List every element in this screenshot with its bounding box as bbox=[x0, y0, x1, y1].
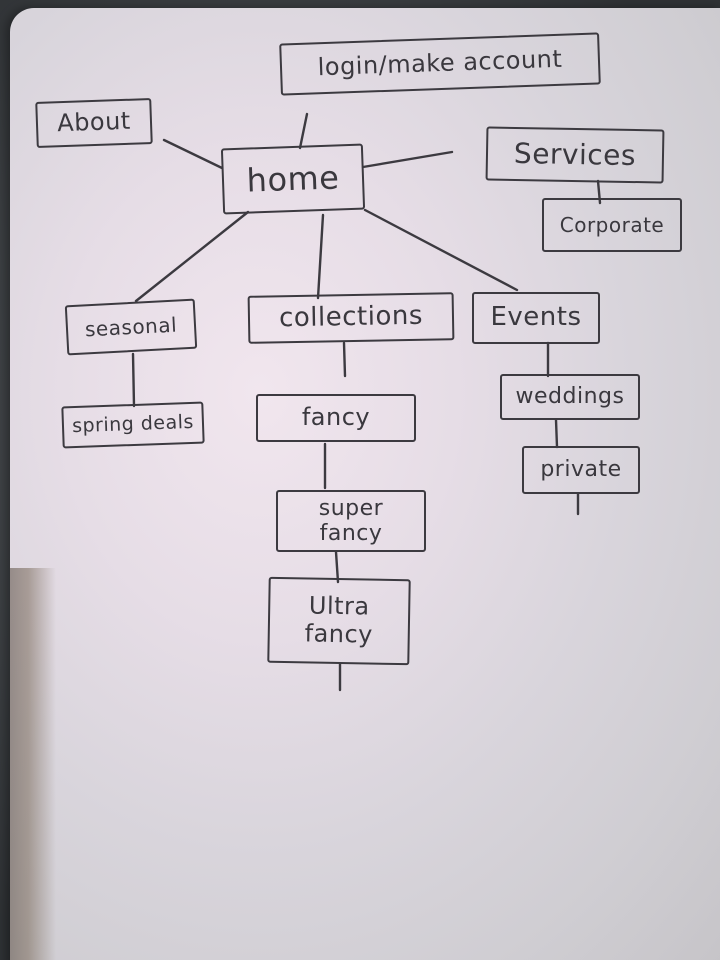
node-corporate: Corporate bbox=[542, 198, 682, 252]
edge-home-login bbox=[298, 112, 309, 150]
edge-home-services bbox=[361, 150, 454, 169]
node-seasonal: seasonal bbox=[64, 298, 198, 356]
node-super-fancy: super fancy bbox=[276, 490, 426, 552]
node-services: Services bbox=[485, 126, 665, 184]
node-ultra-fancy-label: Ultra fancy bbox=[304, 591, 374, 649]
node-private: private bbox=[522, 446, 640, 494]
node-events: Events bbox=[472, 292, 600, 344]
node-ultra-fancy: Ultra fancy bbox=[267, 576, 411, 666]
node-spring-deals-label: spring deals bbox=[71, 410, 195, 438]
node-weddings-label: weddings bbox=[515, 384, 625, 410]
node-about: About bbox=[35, 97, 153, 149]
node-about-label: About bbox=[56, 106, 132, 138]
node-corporate-label: Corporate bbox=[559, 212, 665, 237]
node-private-label: private bbox=[540, 457, 622, 483]
page-edge-shadow bbox=[10, 568, 56, 960]
node-weddings: weddings bbox=[500, 374, 640, 420]
edge-seasonal-springdeals bbox=[131, 352, 136, 408]
node-login-label: login/make account bbox=[317, 44, 563, 82]
node-fancy: fancy bbox=[256, 394, 416, 442]
edge-home-collections bbox=[316, 213, 325, 300]
node-spring-deals: spring deals bbox=[61, 401, 205, 449]
node-seasonal-label: seasonal bbox=[84, 312, 178, 341]
node-fancy-label: fancy bbox=[301, 403, 371, 432]
node-services-label: Services bbox=[513, 136, 637, 172]
edge-superfancy-ultrafancy bbox=[334, 550, 340, 584]
node-home: home bbox=[220, 143, 366, 215]
edge-weddings-private bbox=[554, 418, 559, 449]
edge-home-about bbox=[162, 138, 224, 170]
node-super-fancy-label: super fancy bbox=[318, 495, 384, 546]
node-home-label: home bbox=[245, 157, 340, 200]
edge-home-events bbox=[363, 208, 519, 292]
node-collections-label: collections bbox=[278, 300, 424, 334]
node-collections: collections bbox=[247, 292, 455, 344]
node-events-label: Events bbox=[490, 302, 582, 333]
edge-collections-fancy bbox=[342, 341, 347, 378]
edge-home-seasonal bbox=[134, 210, 250, 303]
